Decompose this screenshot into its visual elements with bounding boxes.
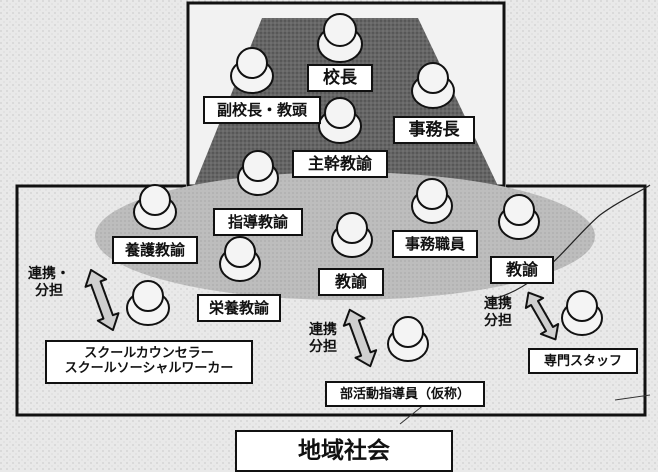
link-text: 連携 bbox=[309, 322, 337, 338]
role-office-staff: 事務職員 bbox=[392, 230, 478, 258]
role-chief-teacher: 主幹教諭 bbox=[292, 150, 388, 178]
double-arrow-left bbox=[84, 268, 120, 332]
role-specialist-staff: 専門スタッフ bbox=[528, 348, 638, 374]
role-principal: 校長 bbox=[307, 64, 373, 92]
person-icon bbox=[133, 184, 177, 230]
person-icon bbox=[498, 194, 540, 240]
counselor-line-2: スクールソーシャルワーカー bbox=[64, 361, 234, 376]
role-guidance-teacher: 指導教諭 bbox=[213, 208, 303, 236]
person-icon bbox=[318, 97, 362, 144]
person-icon bbox=[230, 47, 274, 94]
person-icon bbox=[317, 13, 363, 63]
role-teacher-right: 教諭 bbox=[490, 256, 554, 284]
role-teacher-center: 教諭 bbox=[318, 268, 384, 296]
link-label-right: 連携 分担 bbox=[475, 296, 521, 330]
person-icon bbox=[126, 280, 170, 326]
role-club-instructor: 部活動指導員（仮称） bbox=[325, 381, 485, 407]
link-text: 連携 bbox=[484, 296, 512, 312]
community-box: 地域社会 bbox=[235, 430, 453, 472]
link-text: 連携・ bbox=[28, 266, 70, 282]
boundary-curve bbox=[487, 184, 651, 301]
double-arrow-right bbox=[524, 291, 560, 341]
link-label-left: 連携・ 分担 bbox=[22, 266, 76, 300]
person-icon bbox=[561, 290, 603, 336]
role-nutrition-teacher: 栄養教諭 bbox=[197, 294, 281, 322]
link-label-center: 連携 分担 bbox=[300, 322, 346, 356]
link-text: 分担 bbox=[309, 338, 337, 355]
connector-line bbox=[614, 394, 651, 401]
link-text: 分担 bbox=[35, 282, 63, 299]
person-icon bbox=[411, 62, 455, 109]
school-box bbox=[15, 184, 647, 417]
double-arrow-center bbox=[342, 308, 378, 368]
role-nurse-teacher: 養護教諭 bbox=[112, 236, 198, 264]
role-school-counselor: スクールカウンセラー スクールソーシャルワーカー bbox=[45, 340, 253, 384]
link-text: 分担 bbox=[484, 312, 512, 329]
counselor-line-1: スクールカウンセラー bbox=[84, 346, 214, 362]
person-icon bbox=[219, 236, 261, 282]
role-vice-principal: 副校長・教頭 bbox=[203, 96, 321, 124]
person-icon bbox=[331, 212, 373, 258]
person-icon bbox=[237, 150, 279, 196]
person-icon bbox=[387, 316, 429, 362]
role-office-manager: 事務長 bbox=[393, 116, 475, 144]
person-icon bbox=[411, 178, 453, 224]
